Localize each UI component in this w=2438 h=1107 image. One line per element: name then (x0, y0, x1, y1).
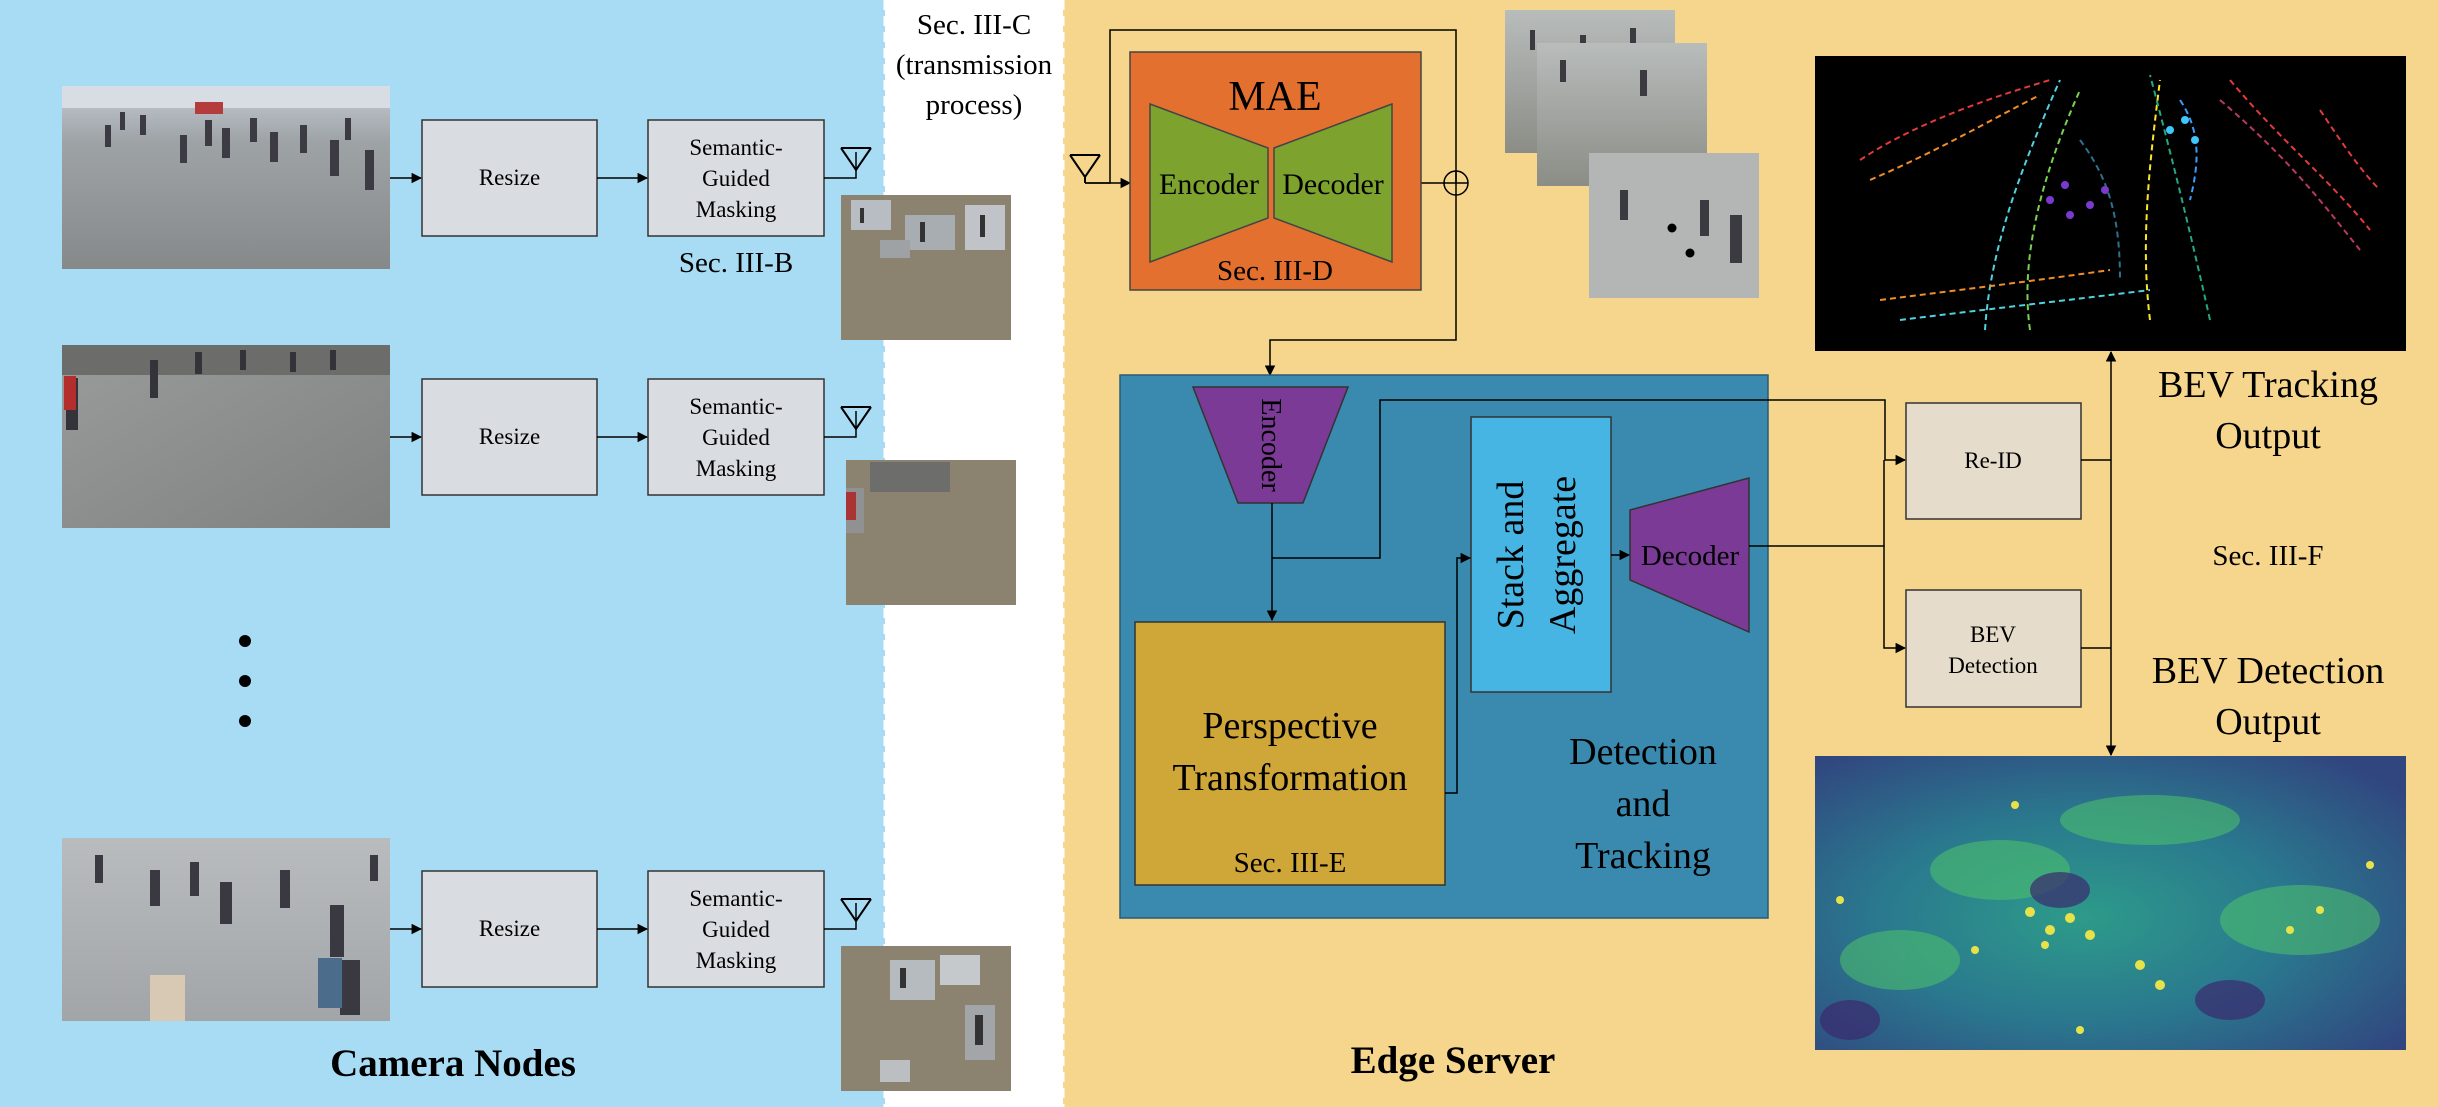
transmission-label-line2: (transmission (896, 49, 1053, 81)
masking-label-3c: Masking (696, 948, 777, 973)
masking-label-2a: Semantic- (689, 394, 782, 419)
masking-label-2c: Masking (696, 456, 777, 481)
reid-box: Re-ID (1905, 402, 2082, 520)
masking-label-1a: Semantic- (689, 135, 782, 160)
section-label-iii-b: Sec. III-B (679, 247, 793, 279)
output-arrows (2081, 350, 2117, 757)
detection-tracking-label-1: Detection (1569, 731, 1717, 773)
perspective-label-2: Transformation (1172, 757, 1407, 799)
aggregate-plus-icon (1443, 170, 1469, 196)
dt-encoder-label: Encoder (1255, 398, 1286, 492)
detection-tracking-label-2: and (1616, 783, 1671, 825)
dt-decoder-label: Decoder (1641, 540, 1740, 572)
receive-antenna-icon (1069, 154, 1101, 183)
masked-image-2 (846, 460, 1016, 605)
bev-tracking-output-label-1: BEV Tracking (2158, 364, 2378, 406)
masking-box-2: Semantic- Guided Masking (647, 378, 825, 496)
resize-label-1: Resize (479, 165, 540, 190)
camera-image-2 (62, 345, 390, 528)
edge-server-title: Edge Server (1351, 1039, 1556, 1082)
mae-decoder-label: Decoder (1282, 168, 1384, 201)
masked-image-1 (841, 195, 1011, 340)
stack-aggregate-label-1: Stack and (1490, 481, 1532, 630)
masking-label-1c: Masking (696, 197, 777, 222)
antenna-icon (840, 406, 872, 431)
bev-tracking-output-label-2: Output (2215, 415, 2321, 457)
mae-section-label: Sec. III-D (1217, 255, 1333, 287)
section-label-iii-f: Sec. III-F (2212, 540, 2323, 572)
detection-arrows (1266, 399, 1907, 794)
mae-block: MAE Encoder Decoder Sec. III-D (1129, 51, 1422, 291)
reid-label: Re-ID (1964, 448, 2021, 473)
camera-arrows (390, 152, 857, 935)
bev-detection-output-label-2: Output (2215, 701, 2321, 743)
bev-tracking-output-image (1815, 56, 2406, 351)
detection-tracking-label-3: Tracking (1575, 835, 1711, 877)
stack-aggregate-box (1470, 416, 1612, 693)
resize-label-2: Resize (479, 424, 540, 449)
perspective-label-1: Perspective (1202, 705, 1377, 747)
masking-label-3b: Guided (702, 917, 770, 942)
camera-nodes-title: Camera Nodes (330, 1042, 576, 1085)
transmission-label-line3: process) (926, 89, 1023, 121)
camera-image-1 (62, 86, 390, 269)
masking-label-3a: Semantic- (689, 886, 782, 911)
detection-tracking-block: Detection and Tracking Encoder Perspecti… (1119, 374, 1769, 919)
resize-box-1: Resize (421, 119, 598, 237)
antenna-icon (840, 898, 872, 923)
mae-title: MAE (1228, 74, 1321, 120)
resize-label-3: Resize (479, 916, 540, 941)
perspective-box (1134, 621, 1446, 886)
perspective-section-label: Sec. III-E (1234, 847, 1347, 879)
masking-label-1b: Guided (702, 166, 770, 191)
masking-box-1: Semantic- Guided Masking (647, 119, 825, 237)
resize-box-3: Resize (421, 870, 598, 988)
antenna-icon (840, 147, 872, 172)
reconstructed-images (1505, 10, 1759, 298)
resize-box-2: Resize (421, 378, 598, 496)
camera-image-3 (62, 838, 390, 1021)
masking-box-3: Semantic- Guided Masking (647, 870, 825, 988)
transmission-label-line1: Sec. III-C (917, 9, 1031, 41)
bev-detection-label-2: Detection (1948, 653, 2038, 678)
bev-detection-box: BEV Detection (1905, 589, 2082, 708)
dt-encoder (1191, 386, 1350, 504)
bev-detection-output-label-1: BEV Detection (2152, 650, 2385, 692)
bev-detection-output-image (1815, 756, 2406, 1050)
masking-label-2b: Guided (702, 425, 770, 450)
stack-aggregate-label-2: Aggregate (1542, 476, 1584, 634)
bev-detection-label-1: BEV (1970, 622, 2016, 647)
mae-encoder (1149, 102, 1269, 264)
more-cameras-ellipsis (239, 635, 251, 727)
masked-image-3 (841, 946, 1011, 1091)
mae-decoder (1273, 102, 1393, 264)
mae-encoder-label: Encoder (1159, 168, 1259, 201)
